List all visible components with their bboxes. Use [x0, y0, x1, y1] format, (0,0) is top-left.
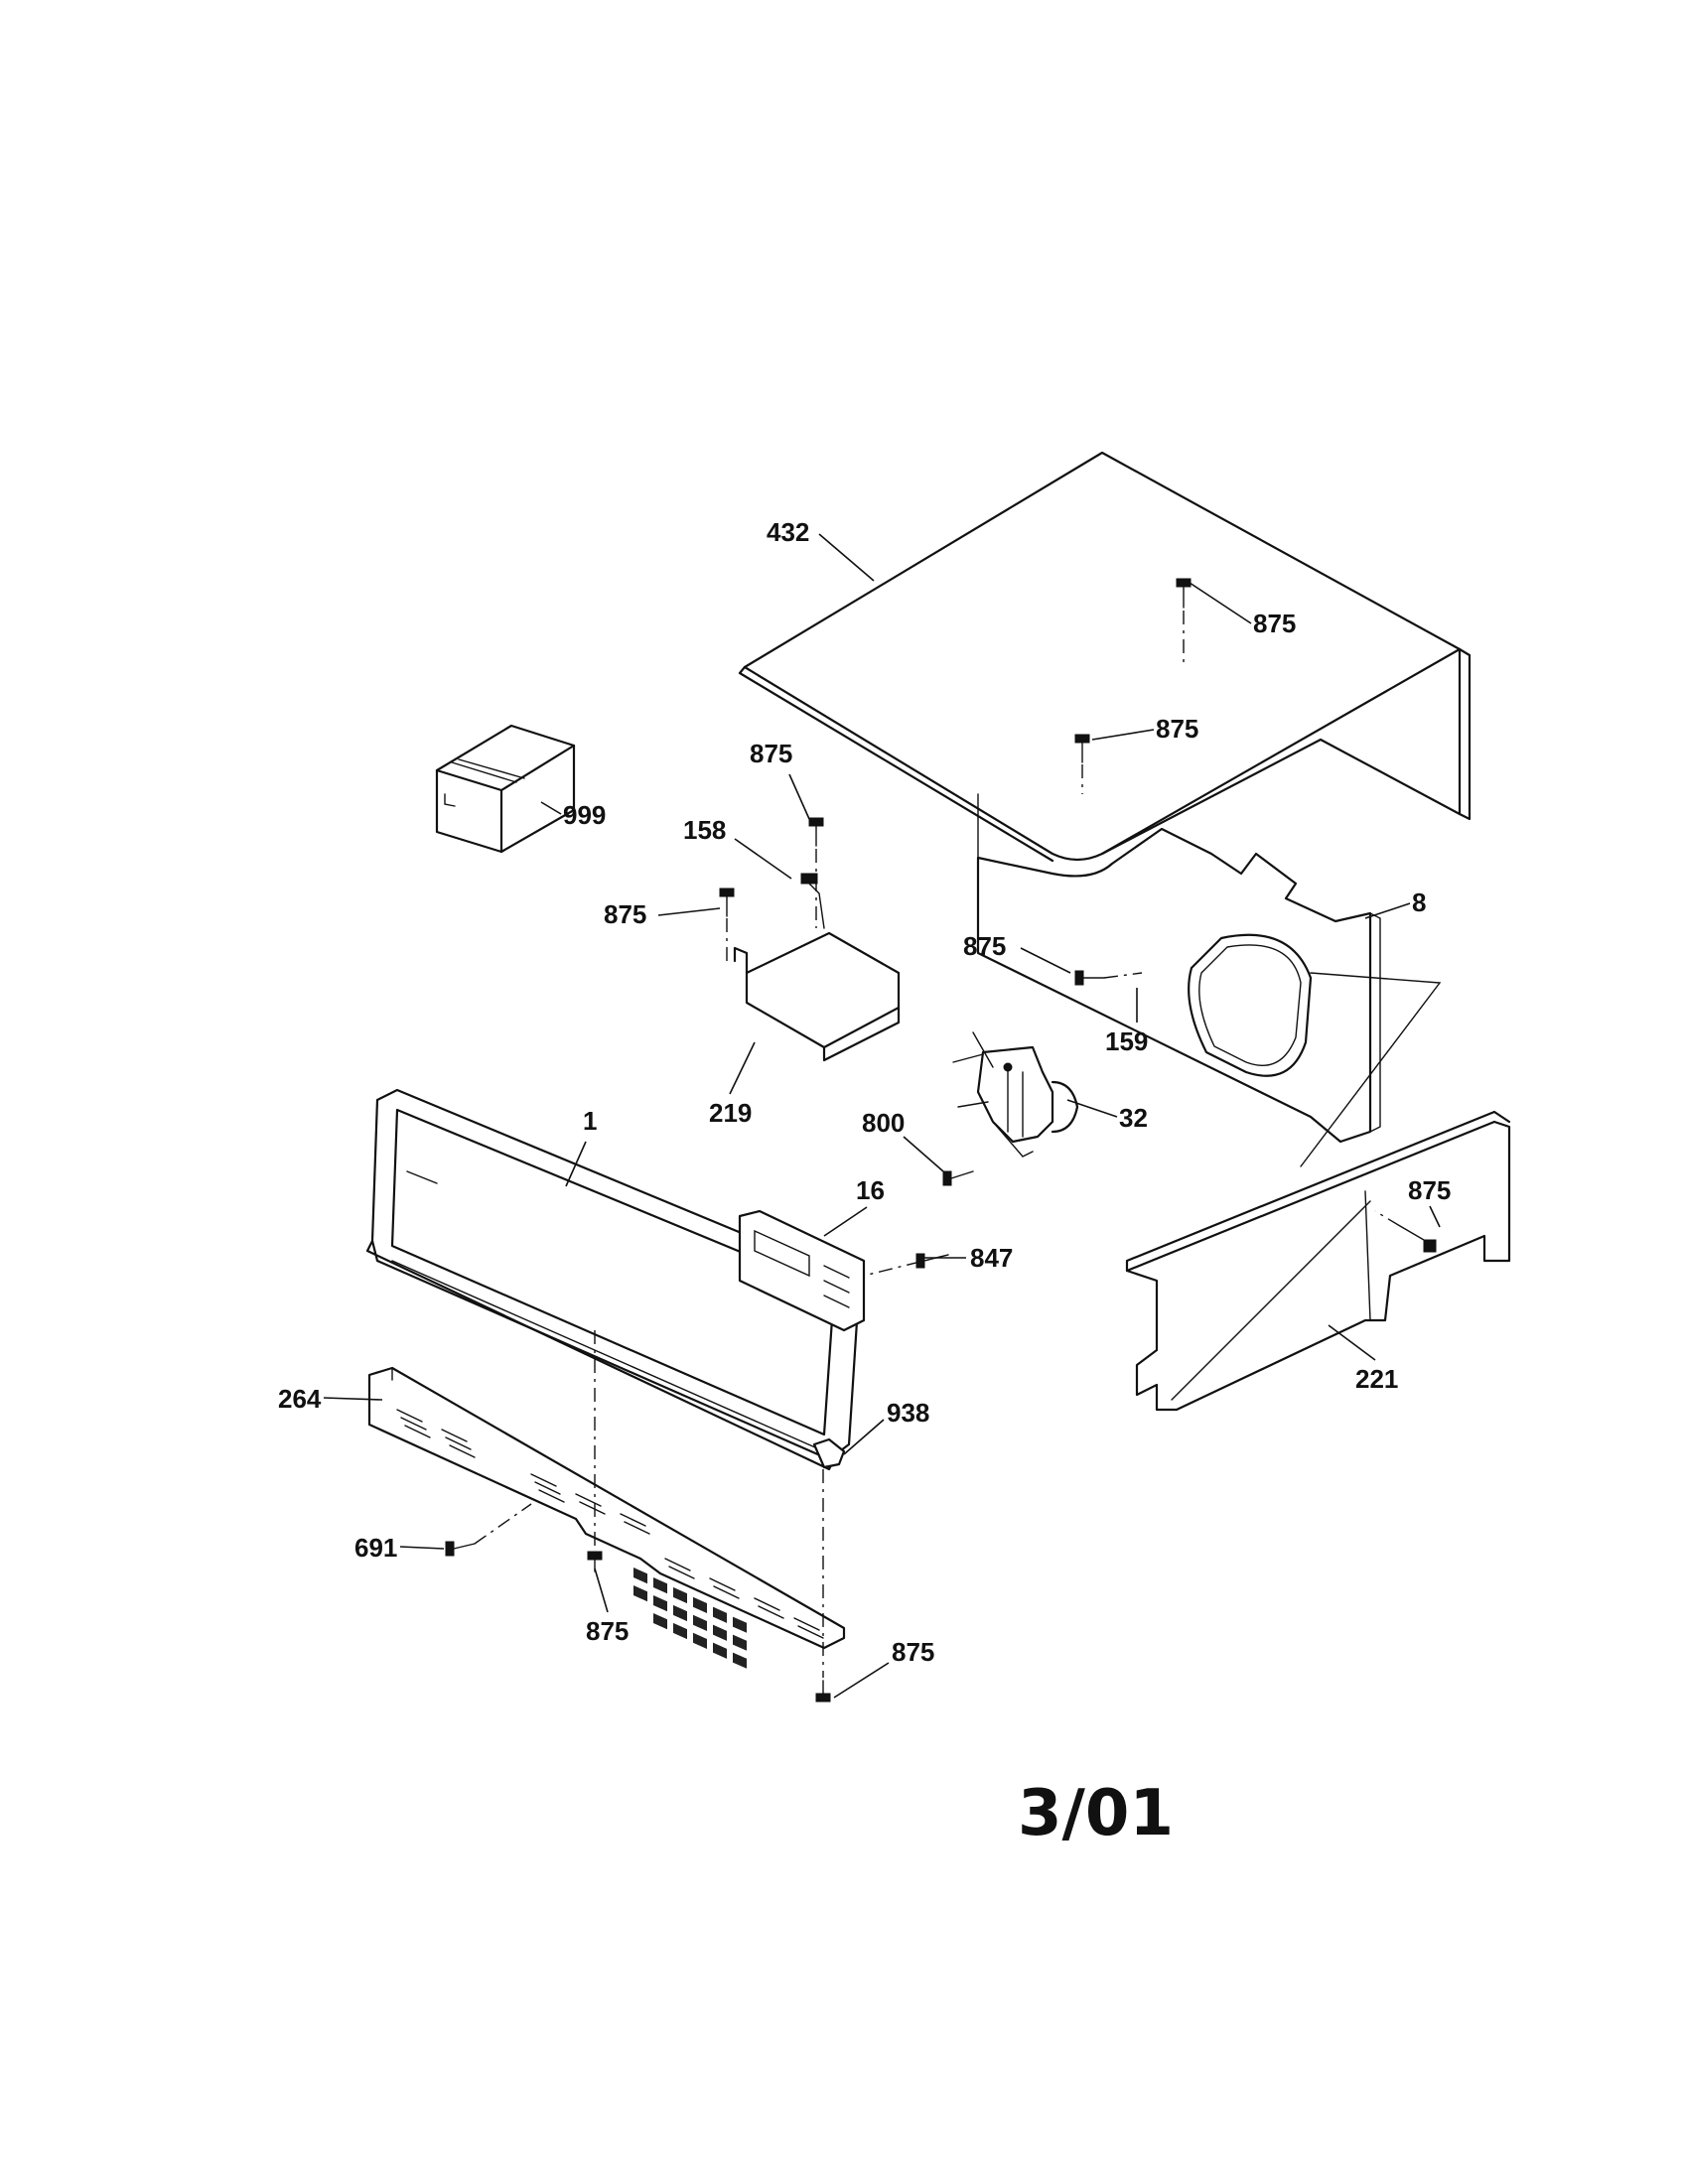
end-cap-938 [812, 1437, 846, 1469]
control-panel-1 [365, 1088, 861, 1669]
callout-16: 16 [856, 1175, 885, 1205]
callout-938: 938 [887, 1398, 929, 1428]
callout-875-mid: 875 [1156, 714, 1198, 744]
callout-432: 432 [767, 517, 809, 547]
callout-159: 159 [1105, 1026, 1148, 1056]
callout-875-top: 875 [1253, 609, 1296, 638]
callout-875-right: 875 [1408, 1175, 1451, 1205]
screw-icon [808, 817, 824, 847]
vent-slots [396, 1409, 824, 1639]
callout-219: 219 [709, 1098, 752, 1128]
fan-motor-32 [952, 1031, 1079, 1158]
screw-icon [1074, 734, 1090, 763]
callout-875-bracket-top: 875 [750, 739, 792, 768]
callout-158: 158 [683, 815, 726, 845]
top-cover-432 [738, 451, 1472, 876]
callout-691: 691 [354, 1533, 397, 1563]
callout-800: 800 [862, 1108, 905, 1138]
callout-8: 8 [1412, 887, 1426, 917]
callout-264: 264 [278, 1384, 322, 1414]
callout-875-bottom-right: 875 [892, 1637, 934, 1667]
screw-icon [1074, 970, 1105, 986]
control-board-16 [738, 1209, 866, 1332]
screw-icon [815, 1680, 831, 1703]
callout-221: 221 [1355, 1364, 1398, 1394]
callout-875-bracket-left: 875 [604, 899, 646, 929]
callout-labels: 432 875 875 999 875 158 875 219 8 875 15… [278, 517, 1451, 1667]
parts-box-999 [435, 724, 576, 854]
side-panel-221 [1125, 1110, 1511, 1412]
screws [445, 578, 1437, 1703]
callout-1: 1 [583, 1106, 597, 1136]
callout-875-bottom-left: 875 [586, 1616, 629, 1646]
callout-999: 999 [563, 800, 606, 830]
screw-icon [445, 1541, 476, 1557]
screw-icon [719, 887, 735, 917]
alignment-lines [474, 611, 1442, 1678]
leader-lines [323, 533, 1441, 1699]
screw-icon [942, 1170, 974, 1186]
control-keypad [633, 1568, 747, 1669]
callout-875-fan: 875 [963, 931, 1006, 961]
vent-trim-264 [367, 1366, 846, 1650]
callout-32: 32 [1119, 1103, 1148, 1133]
bracket-219 [733, 873, 901, 1062]
callout-847: 847 [970, 1243, 1013, 1273]
screw-icon [1399, 1225, 1437, 1253]
revision-date: 3/01 [1018, 1777, 1174, 1850]
